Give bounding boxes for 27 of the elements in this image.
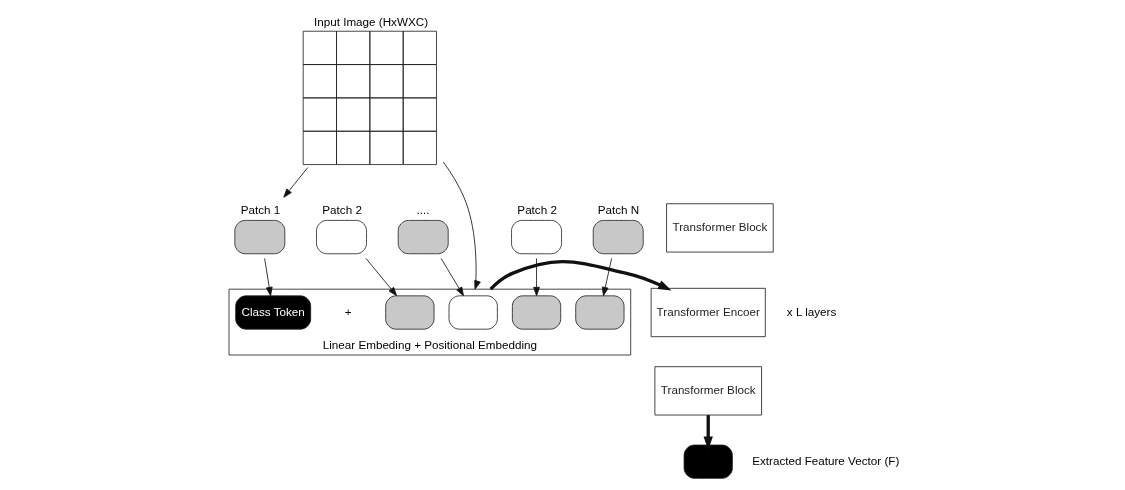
node-label: Patch 2 bbox=[321, 202, 362, 216]
node-label: Patch N bbox=[597, 202, 639, 216]
label: + bbox=[344, 304, 352, 318]
node-box bbox=[384, 295, 434, 330]
arrow bbox=[442, 161, 481, 290]
node-box: Transformer Block bbox=[653, 366, 762, 416]
arrow bbox=[601, 258, 612, 297]
node-box bbox=[511, 295, 561, 330]
node-label: Input Image (HxWXC) bbox=[313, 15, 428, 29]
node-label: .... bbox=[416, 202, 429, 216]
arrow bbox=[488, 260, 671, 291]
node-box: Transformer Block bbox=[665, 203, 774, 253]
node-label: Extracted Feature Vector (F) bbox=[751, 453, 899, 467]
node-box: Transformer Encoer bbox=[650, 287, 766, 338]
node-box bbox=[448, 295, 498, 330]
label: x L layers bbox=[786, 304, 836, 318]
node-box bbox=[683, 444, 733, 479]
arrow bbox=[532, 258, 540, 297]
arrow bbox=[365, 258, 397, 297]
node-box bbox=[574, 295, 624, 330]
arrow bbox=[282, 167, 308, 198]
arrow bbox=[440, 258, 464, 297]
node-box: Class Token bbox=[234, 295, 311, 330]
arrow bbox=[703, 415, 713, 450]
node-label: Patch 2 bbox=[516, 202, 557, 216]
arrow bbox=[263, 258, 273, 297]
node-label: Patch 1 bbox=[240, 202, 280, 216]
